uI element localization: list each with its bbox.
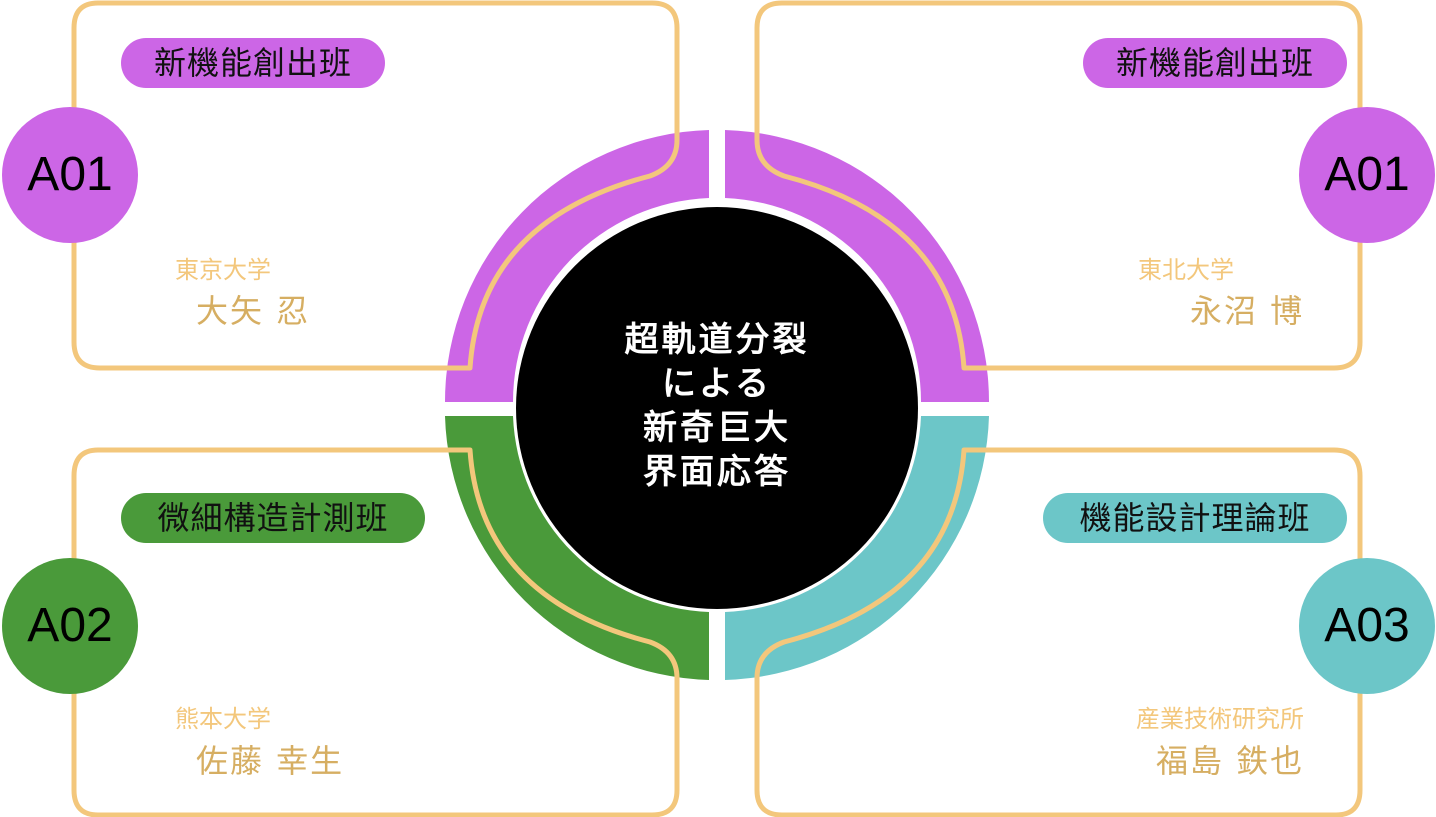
person-name-top-right: 永沼 博 (1190, 292, 1305, 330)
ring-segment-top-right (725, 130, 989, 402)
person-name-bottom-right: 福島 鉄也 (1156, 742, 1305, 780)
center-title-line: 新奇巨大 (643, 408, 791, 448)
group-label-top-right: 新機能創出班 (1083, 38, 1347, 88)
affiliation-top-right: 東北大学 (1138, 256, 1234, 284)
group-label-top-left: 新機能創出班 (121, 38, 385, 88)
affiliation-top-left: 東京大学 (175, 256, 271, 284)
center-disc (516, 207, 918, 609)
frame-top-right (754, 0, 1363, 371)
group-code-badge-bottom-right: A03 (1299, 558, 1435, 694)
affiliation-bottom-right: 産業技術研究所 (1136, 705, 1304, 733)
ring-segment-bottom-left (445, 416, 709, 680)
affiliation-bottom-left: 熊本大学 (175, 705, 271, 733)
center-title: 超軌道分裂 による 新奇巨大 界面応答 (582, 318, 852, 494)
group-label-bottom-left: 微細構造計測班 (121, 493, 425, 543)
ring-segment-bottom-right (725, 416, 989, 680)
frame-bottom-right (754, 447, 1363, 817)
center-title-line: 超軌道分裂 (624, 320, 810, 360)
center-title-line: による (662, 364, 772, 404)
person-name-top-left: 大矢 忍 (196, 292, 311, 330)
center-title-line: 界面応答 (643, 452, 791, 492)
group-code-badge-top-right: A01 (1299, 107, 1435, 243)
group-label-bottom-right: 機能設計理論班 (1043, 493, 1347, 543)
group-code-badge-bottom-left: A02 (2, 558, 138, 694)
ring-segment-top-left (444, 130, 709, 402)
person-name-bottom-left: 佐藤 幸生 (196, 742, 345, 780)
group-code-badge-top-left: A01 (2, 107, 138, 243)
